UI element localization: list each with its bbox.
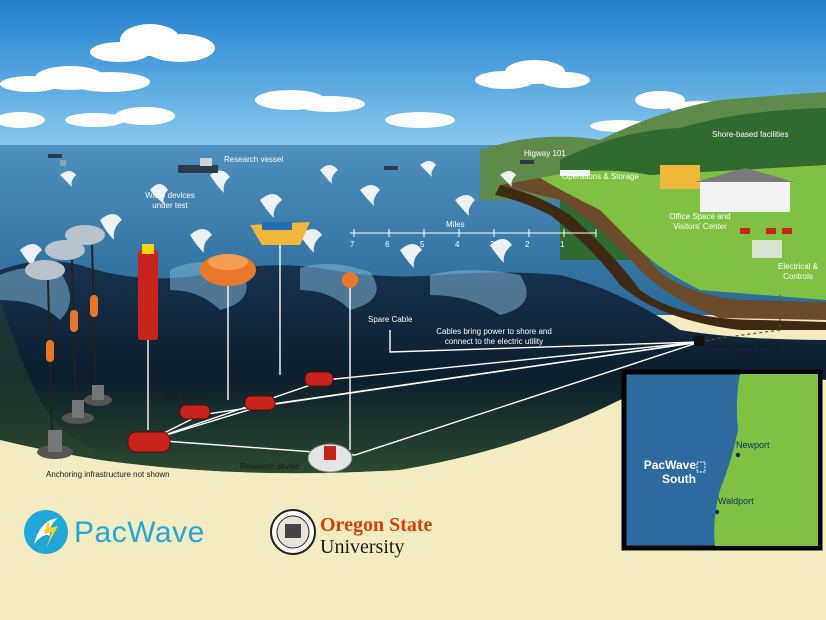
map-label-site: PacWave South [643, 458, 696, 486]
label-electrical: Electrical & Controls [777, 262, 818, 281]
miles-tick-6: 6 [385, 240, 390, 249]
label-buried-cable: Buried cable back to shore [709, 341, 783, 360]
label-highway: Higway 101 [524, 149, 566, 158]
cliff [500, 178, 826, 320]
miles-tick-2: 2 [525, 240, 530, 249]
label-research-device: Research device [240, 462, 300, 471]
label-wave-devices: Wave devices under test [145, 191, 195, 210]
map-label-waldport: Waldport [718, 496, 754, 506]
spar-buoy [138, 244, 158, 340]
miles-tick-4: 4 [455, 240, 460, 249]
label-sub-sea-pod: Sub sea pod [164, 393, 209, 402]
label-office: Office Space and Visitors' Center [669, 212, 731, 231]
miles-tick-3: 3 [490, 240, 495, 249]
label-anchoring: Anchoring infrastructure not shown [46, 470, 170, 479]
seabed-shade [0, 300, 120, 460]
shore-junction [694, 336, 704, 346]
label-operations: Operations & Storage [562, 172, 639, 181]
miles-tick-7: 7 [350, 240, 355, 249]
orange-device [200, 254, 256, 286]
research-device [307, 443, 353, 473]
label-shore-facilities: Shore-based facilities [712, 130, 789, 139]
miles-scale [350, 229, 597, 237]
pacwave-logo-icon [24, 510, 68, 554]
osu-logo-line1: Oregon State [320, 514, 433, 536]
pacwave-logo-text: PacWave [74, 516, 205, 549]
seabed [0, 377, 826, 620]
miles-tick-1: 1 [560, 240, 565, 249]
label-spare-cable: Spare Cable [368, 315, 413, 324]
wave-device-buoys [25, 225, 105, 441]
label-miles: Miles [446, 220, 465, 229]
shore-buildings [560, 165, 795, 258]
osu-logo-line2: University [320, 536, 405, 558]
map-label-newport: Newport [736, 440, 770, 450]
label-research-vessel: Research vessel [224, 155, 284, 164]
waves [20, 161, 516, 268]
cliff-shadow [495, 185, 826, 330]
sub-sea-pods [127, 371, 334, 453]
spare-cable-buoy [342, 272, 358, 288]
yellow-boat-device [250, 222, 310, 245]
miles-tick-5: 5 [420, 240, 425, 249]
map-inset [621, 369, 823, 551]
label-cables-power: Cables bring power to shore and connect … [436, 327, 552, 346]
distant-boats [48, 154, 534, 173]
anchors [37, 385, 112, 459]
osu-seal-icon [270, 509, 316, 555]
buried-cable [699, 295, 781, 343]
